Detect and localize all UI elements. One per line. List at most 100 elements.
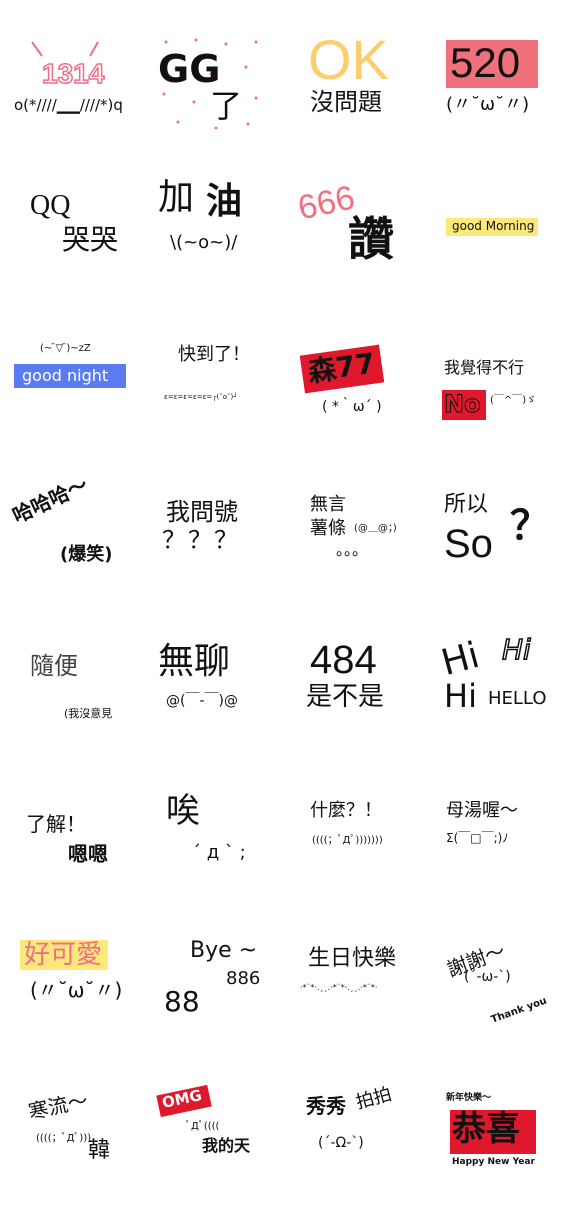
sticker-face: (〃˘ω˘〃) (446, 94, 530, 115)
sticker-no[interactable]: 我覺得不行 No (￣^￣)ゞ (440, 320, 562, 470)
sticker-main: 唉 (166, 791, 200, 831)
sticker-bye[interactable]: Bye ~ 886 88 (146, 920, 286, 1070)
sticker-main: 母湯喔～ (446, 800, 518, 821)
sticker-main: 加 (158, 177, 195, 218)
sticker-what[interactable]: 什麼？！ ((((；ﾟДﾟ))))))) (292, 770, 432, 920)
sticker-pat-pat[interactable]: 秀秀 拍拍 (´-Ω-`) (292, 1070, 432, 1220)
sticker-sub2: 88 (164, 985, 200, 1018)
sticker-almost-there[interactable]: 快到了！ ε=ε=ε=ε=ε=┌(˘o˘)┘ (146, 320, 286, 470)
sticker-good-night[interactable]: (~ ̄▽ ̄)~zZ good night (0, 320, 140, 470)
sticker-main: 了解！ (26, 812, 86, 836)
sticker-dots: 。。。 (336, 540, 369, 559)
sticker-main: Hi (437, 634, 484, 685)
sticker-main2: 拍拍 (353, 1083, 394, 1114)
sticker-face: (´-ω-`) (464, 969, 511, 985)
sticker-good-morning[interactable]: good Morning (440, 170, 562, 320)
sticker-main2: 薯條 (310, 518, 346, 539)
sticker-thanks[interactable]: 謝謝～ (´-ω-`) Thank you (440, 920, 562, 1070)
sticker-sub: 我的天 (202, 1136, 251, 1155)
sticker-speechless[interactable]: 無言 薯條 (@＿@；) 。。。 (292, 470, 432, 620)
sticker-sub: 韓 (88, 1138, 111, 1163)
sticker-face: ( *｀ω´ ) (322, 399, 382, 415)
sticker-main: GG (158, 47, 221, 91)
sticker-sub: No (444, 390, 482, 418)
sticker-main: 哈哈哈～ (8, 472, 92, 528)
sticker-main: OK (308, 28, 389, 91)
highlight-bg (442, 390, 486, 420)
sticker-face: ((((；ﾟДﾟ))) (36, 1133, 92, 1144)
sticker-520[interactable]: 520 (〃˘ω˘〃) (440, 20, 562, 170)
sticker-qq[interactable]: QQ 哭哭 (0, 170, 140, 320)
sticker-face: (´-Ω-`) (318, 1135, 364, 1151)
sticker-sub: So (444, 522, 493, 566)
sticker-main: 快到了！ (178, 344, 250, 365)
sticker-main: 所以 (444, 492, 489, 517)
sticker-cold-wave[interactable]: 寒流～ ((((；ﾟДﾟ))) 韓 (0, 1070, 140, 1220)
sticker-bored[interactable]: 無聊 @(￣-￣)@ (146, 620, 286, 770)
sticker-face: (~ ̄▽ ̄)~zZ (40, 343, 91, 354)
sticker-whatever[interactable]: 隨便 (我沒意見 (0, 620, 140, 770)
sticker-mo-tang[interactable]: 母湯喔～ Σ(￣□￣;)ﾉ (440, 770, 562, 920)
sticker-ok[interactable]: OK 沒問題 (292, 20, 432, 170)
sticker-1314[interactable]: 1314 o(*////▁▁////*)q (0, 20, 140, 170)
sticker-face: \(~o~)/ (170, 232, 238, 253)
sticker-484[interactable]: 484 是不是 (292, 620, 432, 770)
dot-pattern-icon (162, 38, 258, 130)
sticker-main: 新年快樂～ (446, 1093, 492, 1103)
sticker-gg[interactable]: GG 了 (146, 20, 286, 170)
sticker-main: 生日快樂 (308, 946, 397, 971)
sticker-main: 什麼？！ (310, 800, 382, 821)
sticker-face: Σ(￣□￣;)ﾉ (446, 831, 509, 845)
sticker-sub: 是不是 (306, 682, 385, 712)
sticker-main: 1314 (41, 58, 105, 89)
sticker-main: QQ (30, 190, 71, 221)
sticker-666[interactable]: 666 讚 (292, 170, 432, 320)
highlight-bg (450, 1110, 536, 1154)
sticker-sub: Hi (444, 677, 477, 715)
sticker-face: ·*¨*·.¸¸.·*¨*·.¸¸.·*¨*· (300, 983, 378, 992)
sticker-understood[interactable]: 了解！ 嗯嗯 (0, 770, 140, 920)
sticker-sub: 嗯嗯 (68, 842, 108, 866)
sticker-sen77[interactable]: 森77 ( *｀ω´ ) (292, 320, 432, 470)
sticker-sub: 886 (226, 968, 261, 989)
sticker-main: 隨便 (30, 652, 78, 680)
sticker-main: Bye ~ (190, 938, 258, 963)
sticker-sub: 讚 (348, 212, 394, 266)
sticker-question[interactable]: 我問號 ？？？ (146, 470, 286, 620)
sticker-face: (〃˘ω˘〃) (30, 978, 123, 1002)
sticker-hahaha[interactable]: 哈哈哈～ (爆笑) (0, 470, 140, 620)
sticker-sub2: HELLO (488, 688, 547, 709)
sticker-face: ﾟДﾟ(((( (186, 1121, 220, 1132)
sticker-new-year[interactable]: 新年快樂～ 恭喜 Happy New Year (440, 1070, 562, 1220)
sticker-sigh[interactable]: 唉 ´ д ` ; (146, 770, 286, 920)
sticker-question-mark: ？ (510, 503, 550, 549)
sticker-main: 秀秀 (306, 1094, 346, 1118)
sticker-main: 無言 (310, 494, 346, 515)
sticker-main: 我問號 (166, 498, 238, 526)
sticker-main: 484 (310, 638, 377, 682)
sticker-sub2: Happy New Year (452, 1157, 535, 1167)
sticker-so-cute[interactable]: 好可愛 (〃˘ω˘〃) (0, 920, 140, 1070)
highlight-bg (20, 940, 108, 970)
sticker-omg[interactable]: OMG ﾟДﾟ(((( 我的天 (146, 1070, 286, 1220)
sticker-main: 好可愛 (24, 940, 103, 970)
sticker-jiayou[interactable]: 加 油 \(~o~)/ (146, 170, 286, 320)
sticker-birthday[interactable]: 生日快樂 ·*¨*·.¸¸.·*¨*·.¸¸.·*¨*· (292, 920, 432, 1070)
sticker-face: (￣^￣)ゞ (490, 395, 537, 406)
highlight-bg (446, 218, 538, 236)
sticker-sub: (我沒意見 (64, 707, 113, 720)
sticker-face: @(￣-￣)@ (166, 693, 238, 709)
sticker-so[interactable]: 所以 So ？ (440, 470, 562, 620)
sticker-sub: 了 (210, 87, 243, 125)
sticker-main: 無聊 (158, 641, 231, 682)
sticker-sub: ？？？ (162, 526, 240, 554)
sticker-sub: 恭喜 (452, 1109, 520, 1149)
highlight-bg (446, 40, 538, 88)
sparkle-lines-icon (31, 41, 99, 57)
sticker-main: 我覺得不行 (444, 358, 525, 377)
sticker-main2: Hi (501, 633, 531, 666)
sticker-hi-hello[interactable]: Hi Hi Hi HELLO (437, 620, 562, 770)
sticker-face: (@＿@；) (354, 523, 397, 534)
highlight-bg (14, 364, 126, 388)
